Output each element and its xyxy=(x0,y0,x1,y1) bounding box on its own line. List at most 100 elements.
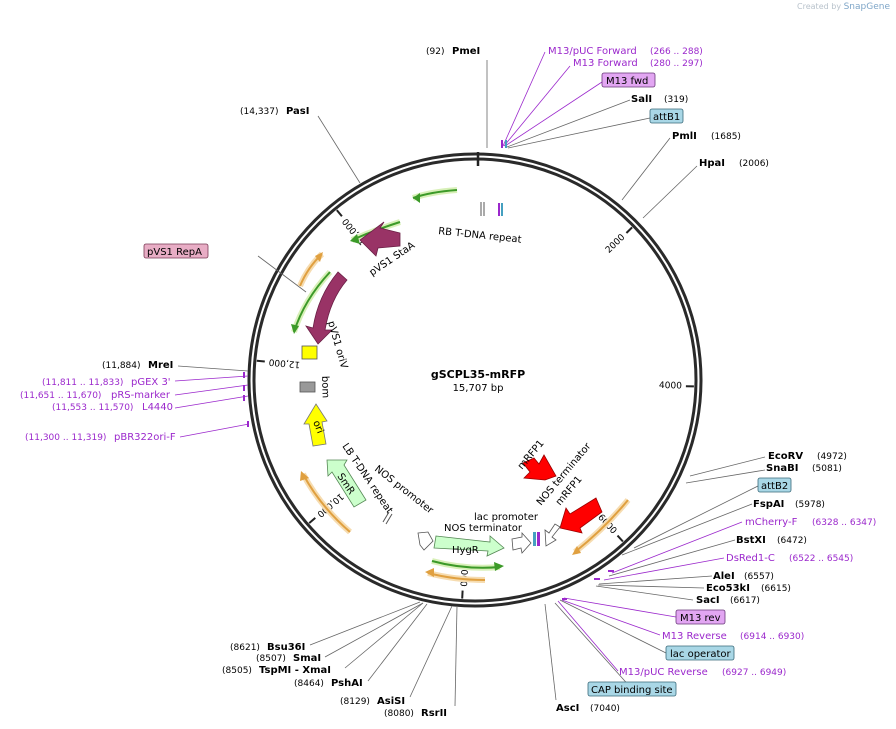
svg-text:CAP binding site: CAP binding site xyxy=(591,685,673,696)
tick-label: 2000 xyxy=(604,232,628,255)
restriction-sites: (92) PmeI SalI (319) PmlI (1685) HpaI (2… xyxy=(102,46,847,719)
site-pos-smai: (8507) xyxy=(256,654,286,664)
feature-label-rb: RB T-DNA repeat xyxy=(438,226,522,246)
primer-pos-prs-marker: (11,651 .. 11,670) xyxy=(20,391,101,401)
credit-prefix: Created by xyxy=(797,2,842,11)
feature-label-ori: ori xyxy=(310,419,325,435)
feature-tracks xyxy=(291,187,631,583)
site-pos-asci: (7040) xyxy=(590,704,620,714)
primer-pgex3: pGEX 3' xyxy=(131,377,171,388)
svg-text:pVS1 RepA: pVS1 RepA xyxy=(147,247,202,258)
primer-m13-puc-reverse: M13/pUC Reverse xyxy=(619,667,708,678)
svg-text:M13 fwd: M13 fwd xyxy=(606,76,648,87)
primer-m13-reverse: M13 Reverse xyxy=(662,631,727,642)
feature-label-pvs1-oriv: pVS1 oriV xyxy=(325,320,349,370)
box-m13-rev: M13 rev xyxy=(675,609,726,625)
primer-pos-pgex3: (11,811 .. 11,833) xyxy=(42,378,123,388)
smr-arrow xyxy=(326,459,367,508)
site-pos-snabi: (5081) xyxy=(812,464,842,474)
feature-label-bom: bom xyxy=(319,376,331,399)
site-mrei: MreI xyxy=(148,360,173,371)
site-fspai: FspAI xyxy=(753,499,784,510)
yellow-feature-box xyxy=(301,345,318,360)
site-pos-pmli: (1685) xyxy=(711,132,741,142)
site-pos-alei: (6557) xyxy=(744,572,774,582)
feature-label-lac-promoter: lac promoter xyxy=(474,512,539,523)
mrfp1-arrow-upper xyxy=(522,454,557,481)
site-tspmi-xmai: TspMI - XmaI xyxy=(259,665,331,676)
ori-arrow xyxy=(303,403,328,447)
feature-label-hygr: HygR xyxy=(452,545,479,556)
svg-text:M13 rev: M13 rev xyxy=(680,613,721,624)
primer-l4440: L4440 xyxy=(142,402,173,413)
svg-text:attB1: attB1 xyxy=(653,112,680,123)
site-pos-saci: (6617) xyxy=(730,596,760,606)
box-lac-operator: lac operator xyxy=(665,645,735,661)
primer-pos-m13-reverse: (6914 .. 6930) xyxy=(740,632,804,642)
feature-label-nos-terminator: NOS terminator xyxy=(444,523,523,534)
primer-pos-mcherry-f: (6328 .. 6347) xyxy=(812,518,876,528)
nos-terminator-right-arrow xyxy=(544,523,561,547)
site-pmli: PmlI xyxy=(672,131,697,142)
site-bstxi: BstXI xyxy=(736,535,766,546)
tick-mark xyxy=(616,534,624,543)
primer-m13-puc-forward: M13/pUC Forward xyxy=(548,46,637,57)
site-pos-rsrii: (8080) xyxy=(384,709,414,719)
site-ecorv: EcoRV xyxy=(768,451,803,462)
box-m13-fwd: M13 fwd xyxy=(601,72,656,88)
site-pos-mrei: (11,884) xyxy=(102,361,141,371)
svg-text:lac operator: lac operator xyxy=(670,649,731,660)
plasmid-center-label: gSCPL35-mRFP 15,707 bp xyxy=(431,368,525,394)
bom-box xyxy=(299,381,316,393)
backbone xyxy=(247,152,703,608)
site-pos-tspmi: (8505) xyxy=(222,666,252,676)
primer-pos-m13-forward: (280 .. 297) xyxy=(650,59,703,69)
tick-label: 12,000 xyxy=(268,356,301,369)
primer-pos-m13-puc-reverse: (6927 .. 6949) xyxy=(722,668,786,678)
nos-promoter-arrow xyxy=(417,531,434,551)
tick-label: 4000 xyxy=(659,381,682,392)
tick-label: 8000 xyxy=(457,563,468,587)
plasmid-length: 15,707 bp xyxy=(453,383,504,394)
plasmid-name: gSCPL35-mRFP xyxy=(431,368,525,381)
site-pos-fspai: (5978) xyxy=(795,500,825,510)
site-pshai: PshAI xyxy=(331,678,363,689)
site-pmei: PmeI xyxy=(452,46,480,57)
site-smai: SmaI xyxy=(293,653,321,664)
boxed-features: M13 fwd attB1 attB2 M13 rev lac operator… xyxy=(143,72,792,697)
primer-pbr322ori-f: pBR322ori-F xyxy=(114,432,176,443)
box-pvs1-repa: pVS1 RepA xyxy=(143,243,209,259)
hygr-arrow xyxy=(433,535,505,557)
tick-mark xyxy=(336,209,343,217)
site-bsu36i: Bsu36I xyxy=(267,642,305,653)
site-pos-bsu36i: (8621) xyxy=(230,643,260,653)
tick-mark xyxy=(308,517,316,524)
pvs1-staa-arrow xyxy=(359,221,401,257)
site-pos-pshai: (8464) xyxy=(294,679,324,689)
feature-arrows xyxy=(299,202,603,557)
tick-mark xyxy=(256,359,265,363)
site-eco53ki: Eco53kI xyxy=(706,583,750,594)
credit-brand: SnapGene xyxy=(843,2,890,12)
mrfp1-arrow-lower xyxy=(559,497,603,534)
primer-labels: M13/pUC Forward (266 .. 288) M13 Forward… xyxy=(20,46,876,678)
primer-dsred1-c: DsRed1-C xyxy=(726,553,775,564)
site-pos-ecorv: (4972) xyxy=(817,452,847,462)
primer-pos-dsred1-c: (6522 .. 6545) xyxy=(789,554,853,564)
primer-prs-marker: pRS-marker xyxy=(111,390,171,401)
site-pos-pmei: (92) xyxy=(426,47,444,57)
site-pos-pasi: (14,337) xyxy=(240,107,279,117)
site-pos-sali: (319) xyxy=(664,95,688,105)
pvs1-oriv-arrow xyxy=(305,271,348,345)
primer-m13-forward: M13 Forward xyxy=(573,58,638,69)
svg-text:attB2: attB2 xyxy=(761,481,788,492)
site-rsrii: RsrII xyxy=(421,708,447,719)
box-cap-binding-site: CAP binding site xyxy=(587,681,677,697)
nos-terminator-arrow xyxy=(511,531,532,554)
primer-pos-l4440: (11,553 .. 11,570) xyxy=(52,403,133,413)
site-pasi: PasI xyxy=(286,106,309,117)
site-asisi: AsiSI xyxy=(377,696,405,707)
site-saci: SacI xyxy=(696,595,720,606)
primer-pos-m13-puc-forward: (266 .. 288) xyxy=(650,47,703,57)
